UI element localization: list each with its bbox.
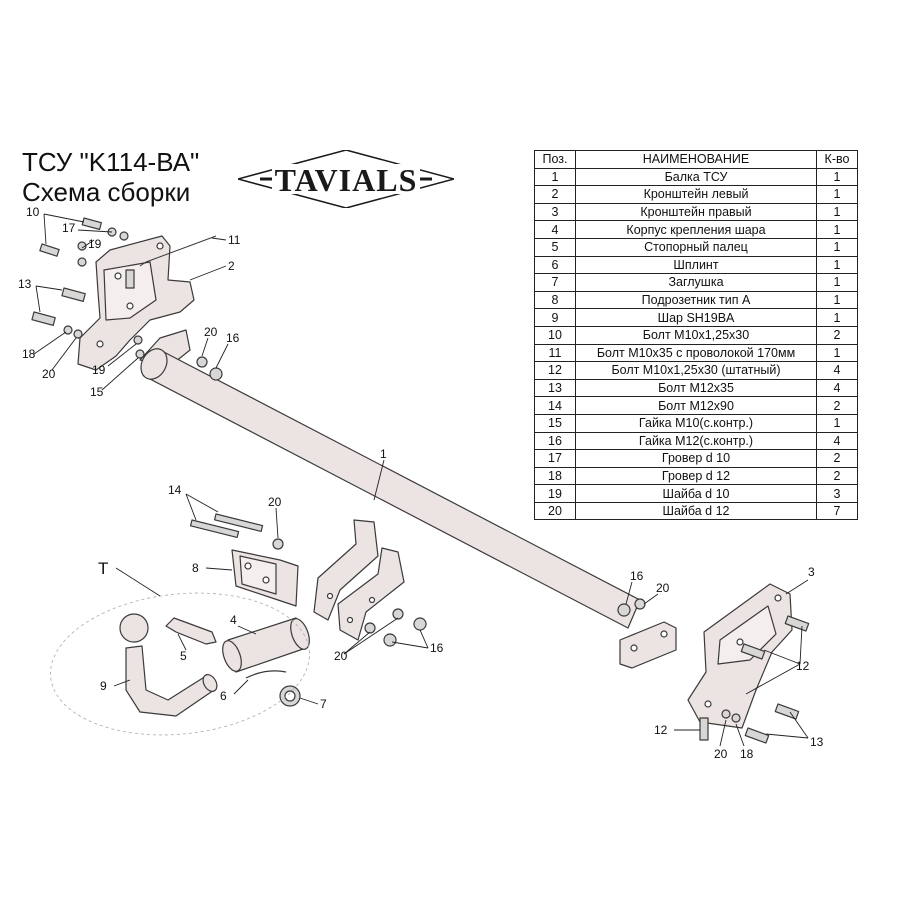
cell-name: Болт М12х35	[575, 378, 817, 398]
callout-13-left: 13	[18, 277, 32, 291]
col-header-qty: К-во	[816, 150, 858, 169]
cell-name: Шайба d 12	[575, 501, 817, 521]
right-bracket-part	[687, 583, 793, 729]
callout-20-mid: 20	[268, 495, 282, 509]
cell-name: Гровер d 10	[575, 449, 817, 468]
cell-name: Гайка М12(с.контр.)	[575, 431, 817, 451]
cell-qty: 2	[816, 325, 858, 345]
cell-name: Гровер d 12	[575, 466, 817, 486]
cotter-pin-part	[245, 670, 287, 679]
tow-ball-part	[119, 613, 218, 717]
ball-housing-part	[222, 617, 310, 673]
svg-text:TAVIALS: TAVIALS	[275, 162, 418, 198]
col-header-name: НАИМЕНОВАНИЕ	[575, 150, 817, 169]
cell-qty: 1	[816, 308, 858, 327]
callout-11: 11	[228, 233, 241, 247]
cell-pos: 18	[534, 466, 576, 486]
callout-20-top: 20	[204, 325, 218, 339]
callout-19-bottom: 19	[92, 363, 106, 377]
callout-T: T	[98, 559, 108, 578]
cell-name: Корпус крепления шара	[575, 220, 817, 239]
callout-19-top: 19	[88, 237, 102, 251]
callout-5: 5	[180, 649, 187, 663]
callout-18-left: 18	[22, 347, 36, 361]
callout-16-beam: 16	[430, 641, 444, 655]
locking-pin-part	[165, 617, 217, 645]
callout-16-top: 16	[226, 331, 240, 345]
cell-name: Подрозетник тип А	[575, 290, 817, 310]
callout-4: 4	[230, 613, 237, 627]
callout-7: 7	[320, 697, 327, 711]
callout-20-bottom: 20	[714, 747, 728, 761]
callout-13-right: 13	[810, 735, 824, 749]
cell-qty: 1	[816, 202, 858, 222]
cell-pos: 14	[534, 396, 576, 415]
callout-12-right: 12	[796, 659, 810, 673]
callout-9: 9	[100, 679, 107, 693]
cell-qty: 7	[816, 501, 858, 521]
callout-12-bottom: 12	[654, 723, 668, 737]
callout-16-right: 16	[630, 569, 644, 583]
diagram-title: ТСУ "K114-ВА"	[22, 147, 200, 177]
beam-part	[139, 329, 677, 669]
callout-20-beam: 20	[334, 649, 348, 663]
cell-pos: 20	[534, 501, 576, 521]
callout-6: 6	[220, 689, 227, 703]
cell-pos: 10	[534, 325, 576, 345]
diagram-subtitle: Схема сборки	[22, 177, 191, 207]
callout-20-right: 20	[656, 581, 670, 595]
callout-3: 3	[808, 565, 815, 579]
cell-name: Стопорный палец	[575, 237, 817, 257]
leader-lines	[33, 213, 809, 747]
cell-name: Гайка М10(с.контр.)	[575, 413, 817, 433]
tavials-logo: TAVIALS	[238, 150, 454, 208]
callout-14: 14	[168, 483, 182, 497]
callout-2: 2	[228, 259, 235, 273]
callout-labels: 10 17 19 11 2 13 18 20 19 15 20 16 1 14 …	[18, 205, 824, 761]
table-header-row: Поз. НАИМЕНОВАНИЕ К-во	[534, 150, 858, 169]
callout-1: 1	[380, 447, 387, 461]
callout-18-right: 18	[740, 747, 754, 761]
hardware-group	[31, 217, 810, 744]
callout-17: 17	[62, 221, 76, 235]
callout-20-left: 20	[42, 367, 56, 381]
socket-plate-part	[231, 549, 299, 607]
callout-8: 8	[192, 561, 199, 575]
callout-15: 15	[90, 385, 104, 399]
callout-10-left: 10	[26, 205, 40, 219]
left-bracket-part	[77, 235, 217, 371]
